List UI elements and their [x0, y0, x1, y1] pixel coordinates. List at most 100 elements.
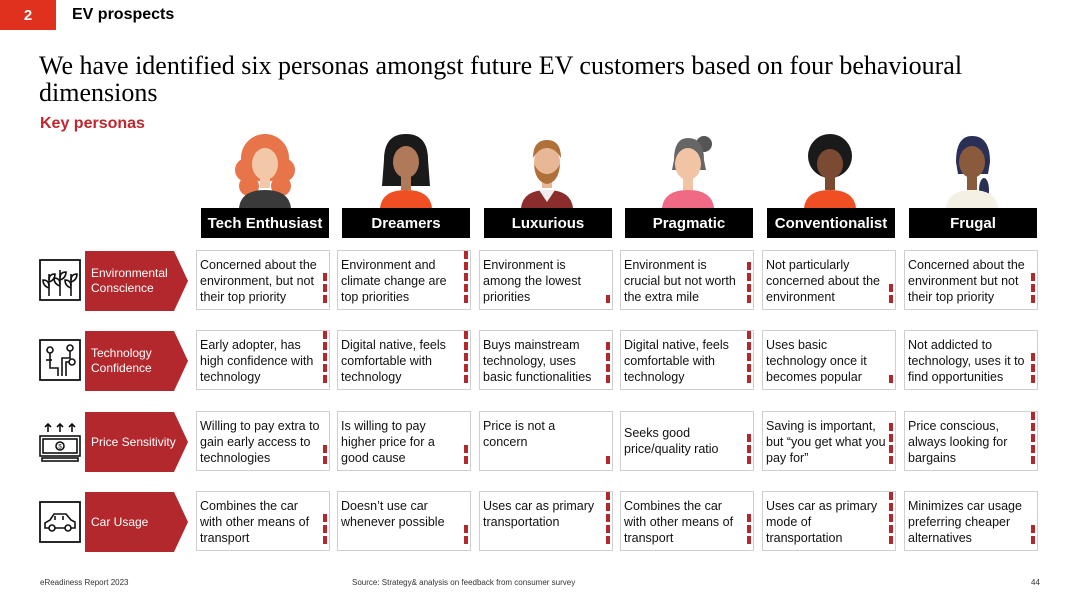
persona-cell-text: Price is not a concern	[483, 419, 556, 449]
money-icon: $	[39, 422, 81, 462]
persona-cell: Uses car as primary transportation	[479, 491, 613, 551]
persona-cell: Not addicted to technology, uses it to f…	[904, 330, 1038, 390]
persona-cell-text: Combines the car with other means of tra…	[624, 499, 734, 545]
meter-segment	[323, 295, 327, 303]
meter-segment	[323, 456, 327, 464]
persona-cell: Seeks good price/quality ratio	[620, 411, 754, 471]
meter-segment	[747, 503, 751, 511]
meter-segment	[889, 514, 893, 522]
car-icon	[39, 501, 81, 543]
persona-cell-text: Concerned about the environment, but not…	[200, 258, 317, 304]
persona-cell-text: Digital native, feels comfortable with t…	[341, 338, 446, 384]
meter-segment	[606, 423, 610, 431]
persona-afro-icon	[804, 134, 856, 208]
persona-cell: Is willing to pay higher price for a goo…	[337, 411, 471, 471]
meter-segment	[323, 423, 327, 431]
persona-cell-text: Uses car as primary mode of transportati…	[766, 499, 878, 545]
persona-cell: Combines the car with other means of tra…	[196, 491, 330, 551]
meter-segment	[889, 525, 893, 533]
meter-segment	[464, 353, 468, 361]
meter-segment	[464, 295, 468, 303]
persona-cell: Concerned about the environment, but not…	[196, 250, 330, 310]
intensity-meter	[323, 331, 327, 383]
meter-segment	[606, 412, 610, 420]
meter-segment	[606, 514, 610, 522]
meter-segment	[323, 525, 327, 533]
meter-segment	[747, 284, 751, 292]
dimension-label-text: Price Sensitivity	[91, 434, 176, 449]
persona-cell: Buys mainstream technology, uses basic f…	[479, 330, 613, 390]
persona-cell: Saving is important, but “you get what y…	[762, 411, 896, 471]
meter-segment	[606, 536, 610, 544]
svg-text:$: $	[58, 445, 62, 451]
meter-segment	[606, 445, 610, 453]
meter-segment	[1031, 412, 1035, 420]
meter-segment	[747, 434, 751, 442]
persona-cell-text: Willing to pay extra to gain early acces…	[200, 419, 320, 465]
dimension-label-price-sensitivity: Price Sensitivity	[85, 412, 188, 472]
persona-cell-text: Combines the car with other means of tra…	[200, 499, 310, 545]
persona-cell: Price conscious, always looking for barg…	[904, 411, 1038, 471]
meter-segment	[889, 262, 893, 270]
persona-bearded-man-icon	[521, 140, 573, 208]
meter-segment	[747, 536, 751, 544]
meter-segment	[1031, 273, 1035, 281]
dimension-arrow-shape	[85, 492, 188, 552]
intensity-meter	[606, 412, 610, 464]
meter-segment	[464, 364, 468, 372]
persona-header: Pragmatic	[625, 208, 753, 238]
persona-cell: Early adopter, has high confidence with …	[196, 330, 330, 390]
meter-segment	[747, 514, 751, 522]
meter-segment	[1031, 503, 1035, 511]
meter-segment	[323, 342, 327, 350]
meter-segment	[889, 503, 893, 511]
intensity-meter	[464, 331, 468, 383]
intensity-meter	[889, 412, 893, 464]
dimension-label-text: Environmental Conscience	[91, 266, 168, 295]
meter-segment	[747, 251, 751, 259]
meter-segment	[606, 353, 610, 361]
intensity-meter	[747, 492, 751, 544]
persona-cell-text: Early adopter, has high confidence with …	[200, 338, 314, 384]
intensity-meter	[889, 331, 893, 383]
meter-segment	[464, 331, 468, 339]
footer-report-name: eReadiness Report 2023	[40, 578, 129, 587]
dimension-arrow-shape	[85, 251, 188, 311]
meter-segment	[464, 514, 468, 522]
intensity-meter	[747, 412, 751, 464]
meter-segment	[606, 284, 610, 292]
meter-segment	[323, 251, 327, 259]
meter-segment	[889, 295, 893, 303]
meter-segment	[747, 375, 751, 383]
persona-cell: Concerned about the environment but not …	[904, 250, 1038, 310]
meter-segment	[606, 295, 610, 303]
meter-segment	[1031, 375, 1035, 383]
meter-segment	[1031, 251, 1035, 259]
meter-segment	[1031, 331, 1035, 339]
meter-segment	[889, 536, 893, 544]
meter-segment	[323, 364, 327, 372]
meter-segment	[464, 503, 468, 511]
meter-segment	[1031, 342, 1035, 350]
meter-segment	[1031, 514, 1035, 522]
persona-cell-text: Price conscious, always looking for barg…	[908, 419, 1008, 465]
page-subtitle: Key personas	[40, 115, 145, 132]
dimension-label-text: Technology Confidence	[91, 346, 152, 375]
meter-segment	[747, 364, 751, 372]
dimension-label-car-usage: Car Usage	[85, 492, 188, 552]
intensity-meter	[1031, 412, 1035, 464]
meter-segment	[323, 503, 327, 511]
meter-segment	[889, 353, 893, 361]
meter-segment	[464, 342, 468, 350]
footer-source: Source: Strategy& analysis on feedback f…	[352, 578, 576, 587]
persona-cell: Uses basic technology once it becomes po…	[762, 330, 896, 390]
meter-segment	[464, 273, 468, 281]
meter-segment	[889, 342, 893, 350]
meter-segment	[606, 375, 610, 383]
persona-ponytail-icon	[662, 136, 714, 208]
persona-cell: Environment is crucial but not worth the…	[620, 250, 754, 310]
meter-segment	[747, 353, 751, 361]
intensity-meter	[889, 251, 893, 303]
section-title: EV prospects	[72, 6, 175, 23]
meter-segment	[1031, 262, 1035, 270]
